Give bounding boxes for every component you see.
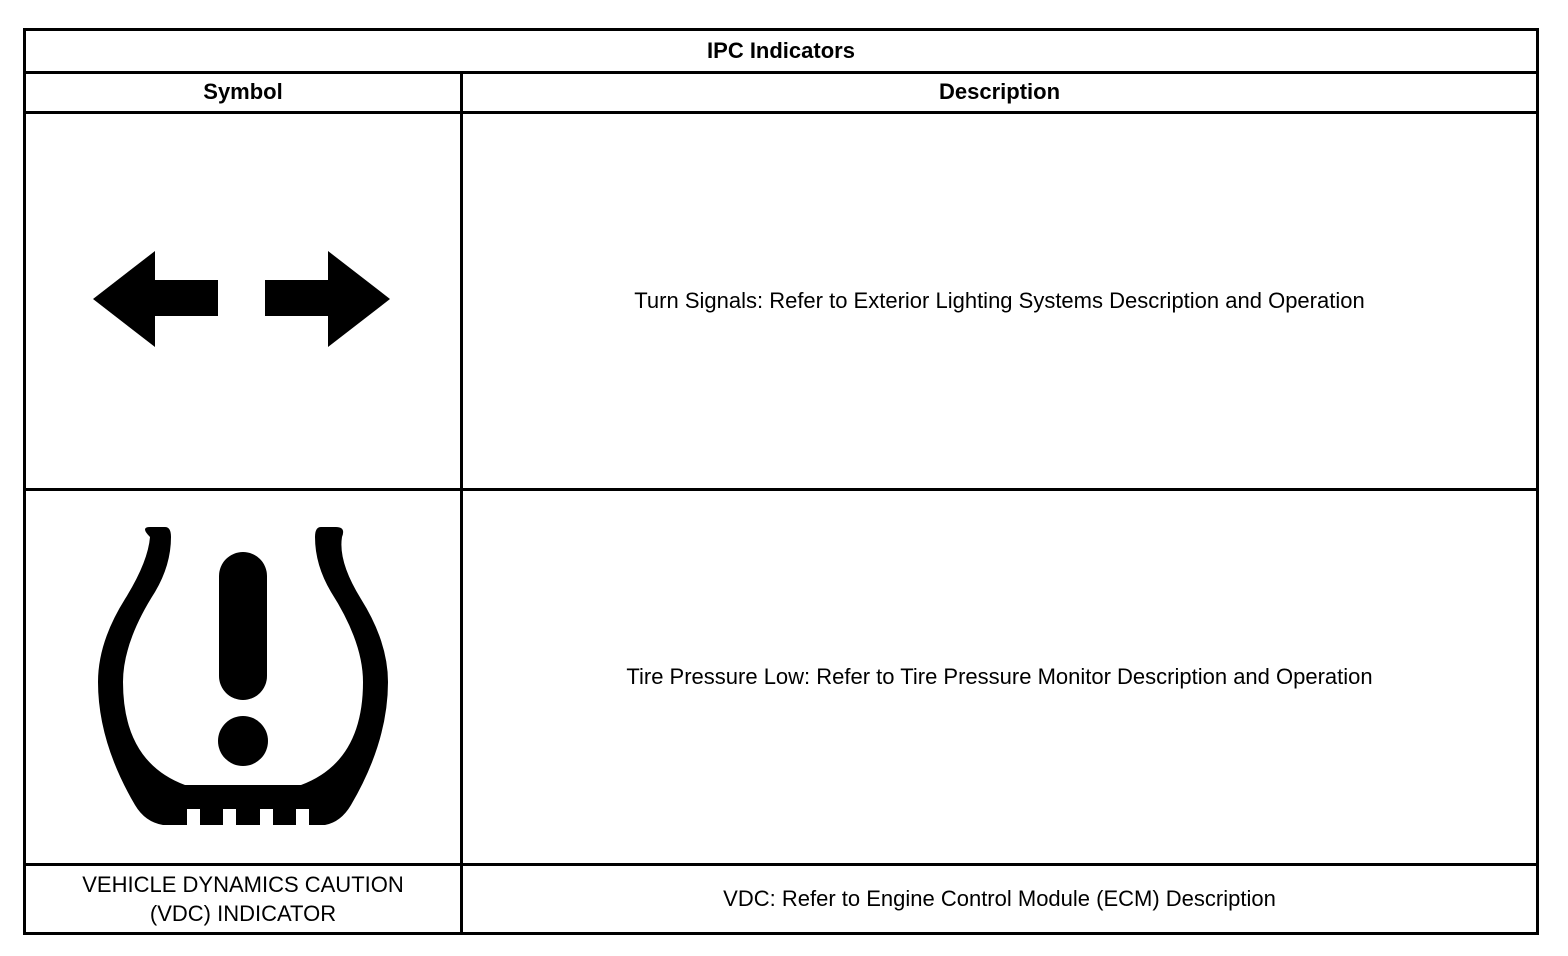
description-cell-tire-pressure: Tire Pressure Low: Refer to Tire Pressur… [460, 488, 1539, 866]
symbol-cell-vdc: VEHICLE DYNAMICS CAUTION (VDC) INDICATOR [23, 862, 463, 936]
description-text: Tire Pressure Low: Refer to Tire Pressur… [626, 663, 1373, 689]
symbol-cell-turn-signals [23, 110, 463, 492]
table-row: Turn Signals: Refer to Exterior Lighting… [23, 110, 1539, 492]
description-text: VDC: Refer to Engine Control Module (ECM… [723, 885, 1276, 911]
symbol-text-line2: (VDC) INDICATOR [149, 900, 337, 926]
table-row: Tire Pressure Low: Refer to Tire Pressur… [23, 488, 1539, 866]
turn-signal-arrows-icon [93, 250, 390, 347]
symbol-text-line1: VEHICLE DYNAMICS CAUTION [82, 871, 404, 897]
table-header-row: Symbol Description [23, 71, 1539, 114]
column-header-symbol: Symbol [23, 71, 463, 114]
column-header-description: Description [460, 71, 1539, 114]
description-cell-vdc: VDC: Refer to Engine Control Module (ECM… [460, 862, 1539, 936]
description-text: Turn Signals: Refer to Exterior Lighting… [634, 287, 1365, 313]
table-row: VEHICLE DYNAMICS CAUTION (VDC) INDICATOR… [23, 862, 1539, 936]
tire-pressure-warning-icon [98, 526, 388, 825]
description-cell-turn-signals: Turn Signals: Refer to Exterior Lighting… [460, 110, 1539, 492]
symbol-cell-tire-pressure [23, 488, 463, 866]
table-title-row: IPC Indicators [23, 27, 1539, 75]
symbol-text-vdc: VEHICLE DYNAMICS CAUTION (VDC) INDICATOR [82, 870, 404, 928]
table-title: IPC Indicators [23, 27, 1539, 75]
ipc-indicators-table: IPC Indicators Symbol Description Turn S… [23, 27, 1539, 936]
